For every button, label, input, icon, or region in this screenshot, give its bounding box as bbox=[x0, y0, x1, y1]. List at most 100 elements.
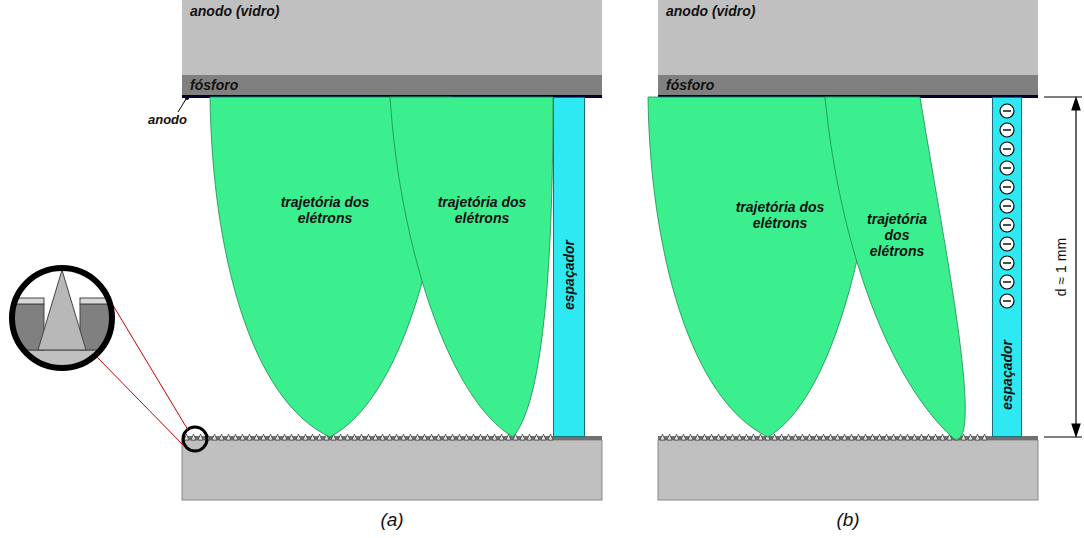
emitter-tip bbox=[842, 434, 847, 440]
emitter-tip bbox=[198, 434, 203, 440]
electron-sign bbox=[1003, 281, 1011, 282]
electron-charge bbox=[1000, 237, 1014, 251]
emitter-tip bbox=[212, 434, 217, 440]
emitter-tip bbox=[464, 434, 469, 440]
emitter-tip bbox=[940, 434, 945, 440]
emitter-tip bbox=[793, 434, 798, 440]
emitter-tip bbox=[688, 434, 693, 440]
emitter-tip bbox=[660, 434, 665, 440]
emitter-tip bbox=[821, 434, 826, 440]
layer-label: fósforo bbox=[666, 77, 714, 93]
emitter-tip bbox=[415, 434, 420, 440]
emitter-tip bbox=[548, 434, 553, 440]
emitter-tip bbox=[268, 434, 273, 440]
emitter-tip bbox=[541, 434, 546, 440]
spacer: espaçador bbox=[992, 97, 1022, 437]
emitter-tip bbox=[723, 434, 728, 440]
electron-charge bbox=[1000, 199, 1014, 213]
electron-sign bbox=[1003, 129, 1011, 130]
electron-sign bbox=[1003, 224, 1011, 225]
cathode-substrate bbox=[658, 440, 1038, 500]
trajectory-shape bbox=[822, 97, 974, 439]
emitter-tip bbox=[856, 434, 861, 440]
emitter-tip bbox=[716, 434, 721, 440]
emitter-tip bbox=[702, 434, 707, 440]
electron-trajectory: trajetória dos elétrons bbox=[822, 97, 974, 439]
emitter-tips bbox=[184, 434, 987, 440]
emitter-tip bbox=[478, 434, 483, 440]
emitter-tip bbox=[520, 434, 525, 440]
cathode-substrate bbox=[182, 440, 602, 500]
electron-sign bbox=[1003, 300, 1011, 301]
emitter-tip bbox=[422, 434, 427, 440]
magnifier-lens bbox=[12, 268, 112, 368]
emitter-tip bbox=[870, 434, 875, 440]
emitter-tip bbox=[667, 434, 672, 440]
electron-charge bbox=[1000, 218, 1014, 232]
electron-charge bbox=[1000, 275, 1014, 289]
emitter-tip bbox=[737, 434, 742, 440]
gate-layer bbox=[658, 436, 1038, 440]
emitter-tip bbox=[751, 434, 756, 440]
layer-label: fósforo bbox=[190, 77, 238, 93]
layer-label: anodo (vidro) bbox=[666, 3, 755, 19]
phosphor-layer: fósforo bbox=[182, 75, 602, 95]
magnifier-small bbox=[183, 427, 207, 451]
emitter-tip bbox=[681, 434, 686, 440]
emitter-tip bbox=[744, 434, 749, 440]
emitter-tip bbox=[807, 434, 812, 440]
emitter-tip bbox=[912, 434, 917, 440]
electron-sign bbox=[1003, 262, 1011, 263]
electron-charge bbox=[1000, 161, 1014, 175]
emitter-tip bbox=[905, 434, 910, 440]
dimension-label: d ≈ 1 mm bbox=[1053, 238, 1069, 296]
electron-charge bbox=[1000, 104, 1014, 118]
emitter-tip bbox=[380, 434, 385, 440]
phosphor-layer: fósforo bbox=[658, 75, 1038, 95]
emitter-tip bbox=[849, 434, 854, 440]
emitter-tip bbox=[534, 434, 539, 440]
spacer-outline bbox=[554, 98, 585, 437]
electron-charge bbox=[1000, 142, 1014, 156]
emitter-tip bbox=[919, 434, 924, 440]
emitter-tip bbox=[219, 434, 224, 440]
emitter-tip bbox=[814, 434, 819, 440]
emitter-tip bbox=[772, 434, 777, 440]
emitter-tip bbox=[401, 434, 406, 440]
emitter-tip bbox=[408, 434, 413, 440]
electron-sign bbox=[1003, 110, 1011, 111]
emitter-tip bbox=[527, 434, 532, 440]
emitter-tip bbox=[317, 434, 322, 440]
emitter-tip bbox=[786, 434, 791, 440]
electron-sign bbox=[1003, 167, 1011, 168]
emitter-tip bbox=[261, 434, 266, 440]
emitter-tip bbox=[443, 434, 448, 440]
emitter-tip bbox=[863, 434, 868, 440]
trajectory-outline bbox=[825, 97, 965, 439]
electron-charge bbox=[1000, 256, 1014, 270]
emitter-tip bbox=[674, 434, 679, 440]
emitter-tip bbox=[226, 434, 231, 440]
emitter-tip bbox=[338, 434, 343, 440]
spacer-label: espaçador bbox=[561, 240, 577, 310]
spacer-outline bbox=[993, 98, 1022, 437]
emitter-tip bbox=[884, 434, 889, 440]
emitter-tip bbox=[310, 434, 315, 440]
emitter-tip bbox=[933, 434, 938, 440]
trajectory-label: trajetória dos elétrons bbox=[265, 194, 385, 226]
trajectory-shape bbox=[386, 97, 556, 439]
anode-glass: anodo (vidro) bbox=[182, 0, 602, 75]
electron-trajectory: trajetória dos elétrons bbox=[386, 97, 556, 439]
trajectory-label: trajetória dos elétrons bbox=[720, 199, 840, 231]
emitter-tip bbox=[485, 434, 490, 440]
emitter-tip bbox=[296, 434, 301, 440]
emitter-tip bbox=[877, 434, 882, 440]
emitter-tip bbox=[282, 434, 287, 440]
emitter-tip bbox=[982, 434, 987, 440]
emitter-tip bbox=[779, 434, 784, 440]
emitter-tip bbox=[450, 434, 455, 440]
magnifier-leader bbox=[102, 287, 188, 430]
spacer: espaçador bbox=[553, 97, 585, 437]
emitter-tip bbox=[492, 434, 497, 440]
emitter-tip bbox=[289, 434, 294, 440]
